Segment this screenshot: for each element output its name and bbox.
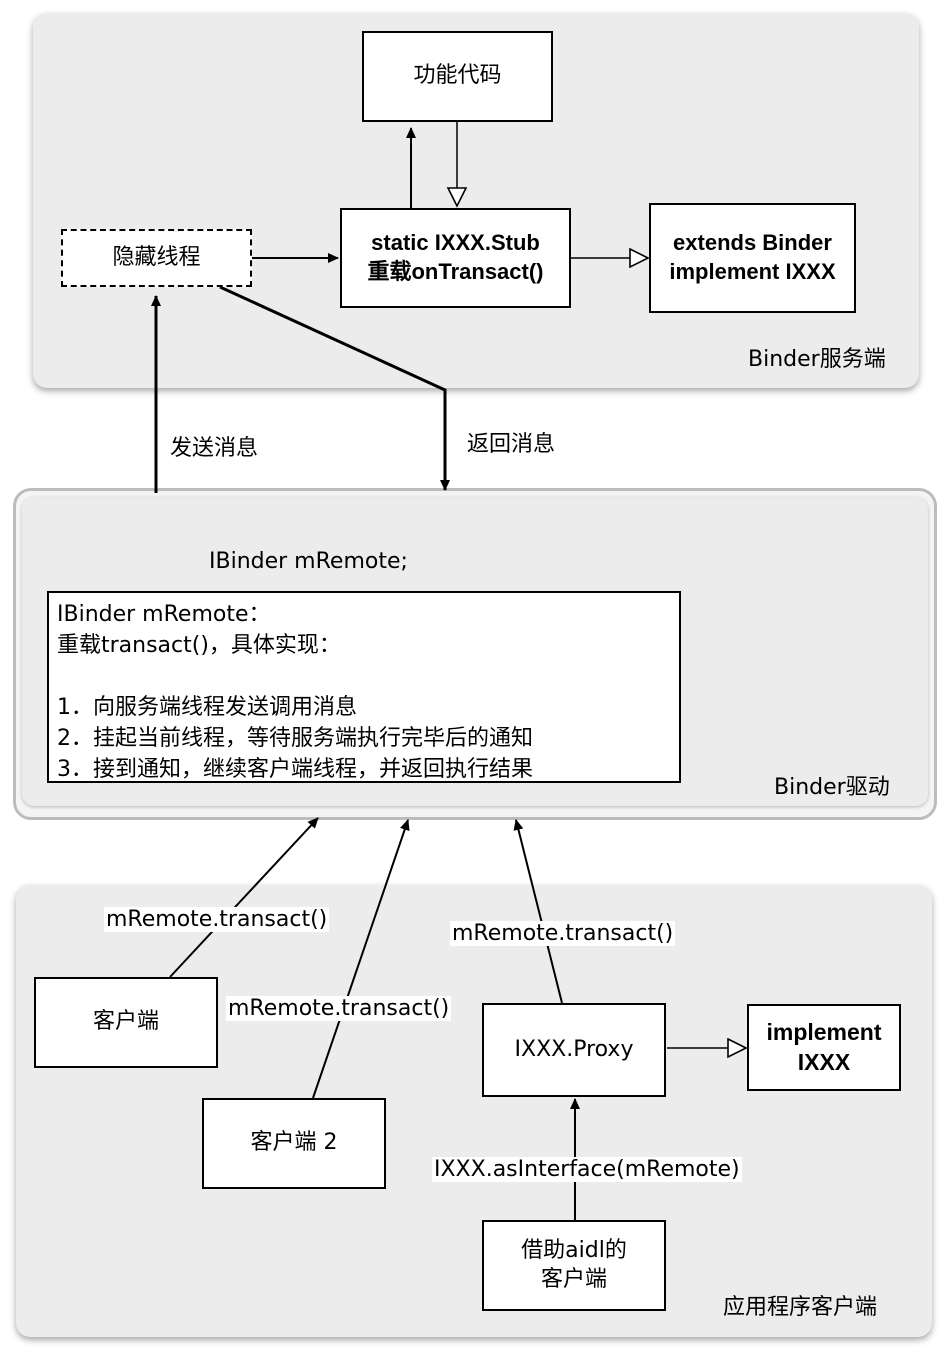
extends-binder-box: extends Binder implement IXXX: [649, 203, 856, 313]
driver-line-3: [57, 661, 671, 692]
hidden-thread-label: 隐藏线程: [112, 244, 201, 270]
binder-line2: implement IXXX: [669, 259, 836, 284]
aidl-client-box: 借助aidl的 客户端: [482, 1220, 666, 1311]
stub-box: static IXXX.Stub 重载onTransact(): [340, 208, 571, 308]
client-panel-label: 应用程序客户端: [723, 1295, 878, 1320]
arrow-client2-transact: [312, 819, 410, 1099]
return-message-label: 返回消息: [467, 432, 556, 457]
aidl-line1: 借助aidl的: [521, 1237, 627, 1263]
client2-label: 客户端 2: [250, 1130, 338, 1156]
proxy-box: IXXX.Proxy: [482, 1003, 666, 1097]
as-interface-label: IXXX.asInterface(mRemote): [432, 1157, 742, 1182]
proxy-label: IXXX.Proxy: [514, 1036, 634, 1062]
transact-label-client1: mRemote.transact(): [104, 907, 330, 932]
driver-line-4: 1．向服务端线程发送调用消息: [57, 695, 357, 720]
transact-label-client2: mRemote.transact(): [226, 996, 452, 1021]
client1-box: 客户端: [34, 977, 218, 1068]
stub-line2: 重载onTransact(): [367, 259, 544, 284]
driver-line-2: 重载transact()，具体实现：: [57, 633, 341, 658]
arrow-return-message: [219, 285, 450, 491]
server-panel-label: Binder服务端: [748, 347, 886, 372]
arrow-client1-transact: [169, 817, 319, 978]
aidl-line2: 客户端: [540, 1266, 607, 1292]
client1-label: 客户端: [92, 1009, 159, 1035]
driver-line-5: 2．挂起当前线程，等待服务端执行完毕后的通知: [57, 726, 533, 751]
client2-box: 客户端 2: [202, 1098, 386, 1189]
implement-line2: IXXX: [797, 1048, 851, 1075]
driver-panel-label: Binder驱动: [774, 775, 890, 800]
hidden-thread-box: 隐藏线程: [61, 229, 252, 287]
transact-label-proxy: mRemote.transact(): [450, 921, 676, 946]
function-code-label: 功能代码: [413, 63, 502, 89]
function-code-box: 功能代码: [362, 31, 553, 122]
driver-heading: IBinder mRemote;: [209, 549, 408, 574]
client-panel: [16, 885, 932, 1337]
binder-line1: extends Binder: [673, 230, 832, 256]
driver-line-6: 3．接到通知，继续客户端线程，并返回执行结果: [57, 757, 533, 782]
implement-box: implement IXXX: [747, 1004, 901, 1091]
send-message-label: 发送消息: [170, 436, 259, 461]
stub-line1: static IXXX.Stub: [371, 230, 540, 256]
arrow-proxy-transact: [513, 819, 563, 1004]
implement-line1: implement: [766, 1018, 882, 1045]
driver-description-box: IBinder mRemote： 重载transact()，具体实现： 1．向服…: [47, 591, 681, 783]
driver-line-1: IBinder mRemote：: [57, 602, 271, 627]
